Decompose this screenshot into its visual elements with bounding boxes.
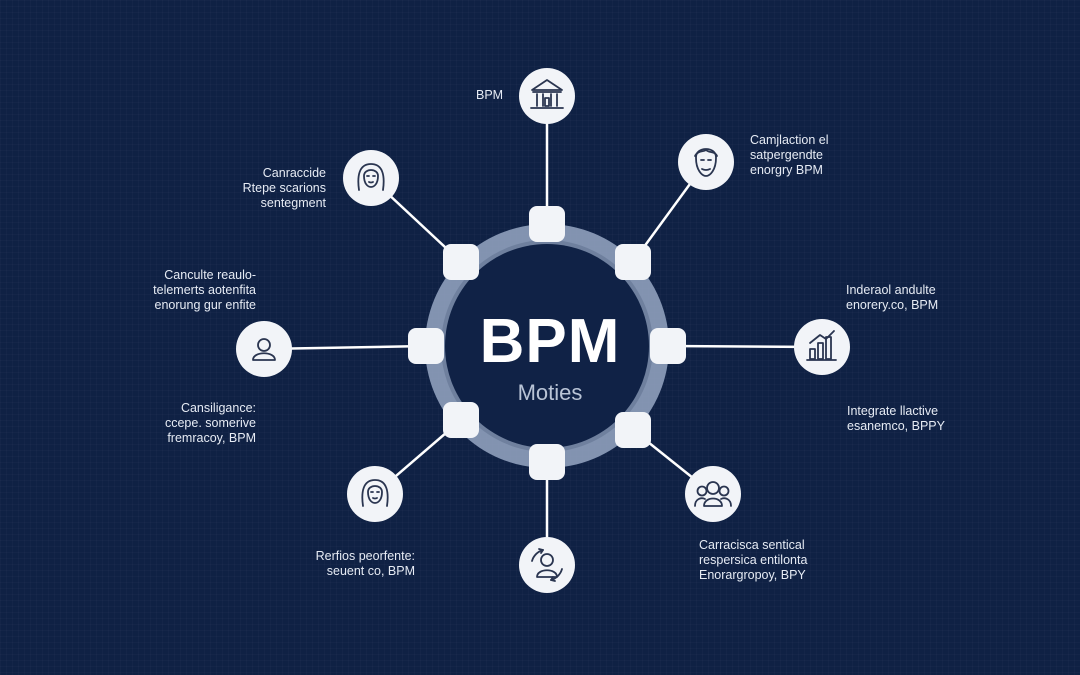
woman-face-icon — [357, 163, 385, 191]
label-top-left: Canraccide Rtepe scarions sentegment — [242, 166, 326, 210]
label-bottom-left: Rerfios peorfente: seuent co, BPM — [315, 549, 415, 578]
node-top-left — [343, 150, 399, 206]
label-top-right: Camjlaction el satpergendte enorgry BPM — [750, 133, 829, 177]
ring-tab-bottom-right — [615, 412, 651, 448]
ring-tab-top — [529, 206, 565, 242]
node-top-right — [678, 134, 734, 190]
label-right-lower: Integrate llactive esanemco, BPPY — [847, 404, 945, 433]
node-right — [794, 319, 850, 375]
person-cycle-icon — [531, 548, 563, 582]
center-title: BPM — [479, 307, 621, 376]
icon-nodes — [236, 68, 850, 593]
bar-chart-icon — [806, 330, 837, 361]
ring-tab-bottom — [529, 444, 565, 480]
label-left-lower: Cansiligance: ccepe. somerive fremracoy,… — [164, 401, 256, 445]
center-hub — [445, 244, 649, 448]
node-top — [519, 68, 575, 124]
node-bottom-left — [347, 466, 403, 522]
bank-building-icon — [530, 79, 564, 109]
ring-tab-right — [650, 328, 686, 364]
ring-tab-left — [408, 328, 444, 364]
user-icon — [252, 338, 276, 361]
label-right: Inderaol andulte enorery.co, BPM — [846, 283, 939, 312]
label-bottom-right: Carracisca sentical respersica entilonta… — [699, 538, 808, 582]
group-people-icon — [694, 481, 732, 507]
man-portrait-icon — [694, 148, 718, 177]
label-top: BPM — [476, 88, 504, 102]
woman-portrait-icon — [361, 479, 389, 507]
ring-tab-bottom-left — [443, 402, 479, 438]
node-left — [236, 321, 292, 377]
ring-tab-top-right — [615, 244, 651, 280]
ring-tab-top-left — [443, 244, 479, 280]
node-bottom — [519, 537, 575, 593]
center-subtitle: Moties — [517, 380, 583, 405]
ring-connector-tabs — [408, 206, 686, 480]
label-left: Canculte reaulo- telemerts aotenfita eno… — [153, 268, 256, 312]
